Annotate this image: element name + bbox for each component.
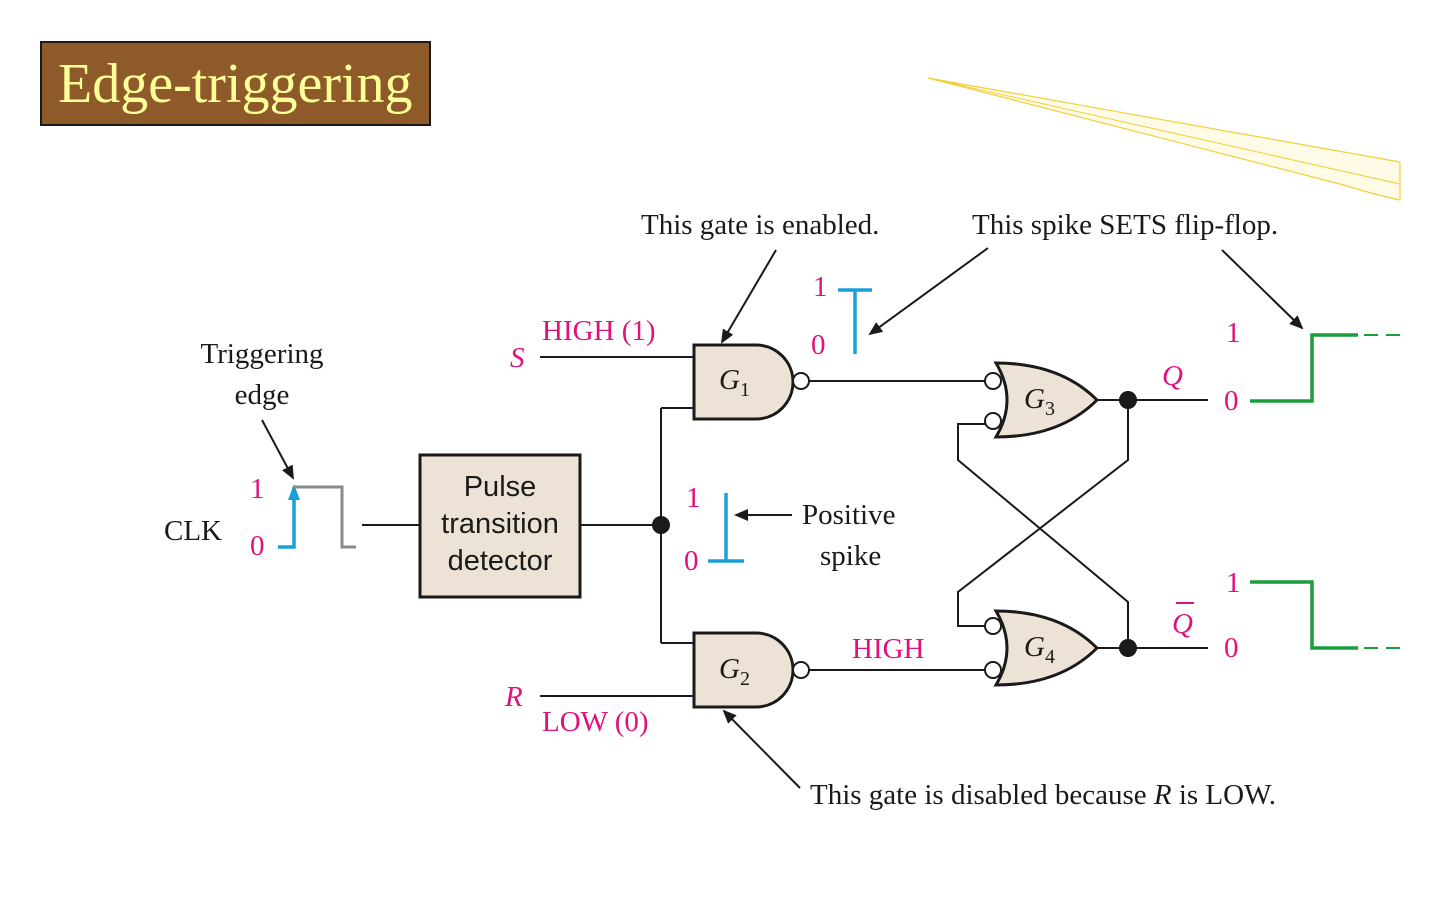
clk-pulse-rest [294, 485, 356, 549]
positive-spike-label-line2: spike [820, 540, 881, 572]
r-input-label: R [504, 681, 523, 713]
clk-edge-arrow-icon [288, 484, 300, 500]
clk-waveform [278, 484, 356, 549]
qbar-level-1: 1 [1226, 567, 1241, 599]
g1-label: G1 [719, 364, 750, 401]
spike-sets-arrow-to-spike [868, 247, 989, 336]
pulse-transition-detector [418, 453, 582, 599]
gate-disabled-annotation: This gate is disabled because R is LOW. [810, 779, 1276, 811]
positive-spike-waveform [708, 493, 744, 563]
wire-feedback-qbar-g3 [957, 423, 1129, 648]
detector-line3: detector [448, 545, 553, 577]
g3-label: G3 [1024, 383, 1055, 420]
gate-g4-or: G4 [984, 609, 1100, 687]
slide-title-box: Edge-triggering [40, 41, 431, 126]
clk-label: CLK [164, 515, 222, 547]
triggering-edge-label-line1: Triggering [201, 338, 324, 370]
qbar-level-0: 0 [1224, 632, 1239, 664]
gate-g3-or: G3 [984, 361, 1100, 439]
s-level-label: HIGH (1) [542, 315, 656, 347]
g2-output-high-label: HIGH [852, 633, 925, 665]
g4-input-bubble-top [984, 617, 1002, 635]
q-output-label: Q [1162, 360, 1183, 392]
clk-rising-edge [278, 487, 296, 549]
junction-dot-q [1119, 391, 1137, 409]
g2-label: G2 [719, 653, 750, 690]
g1-spike-level-1: 1 [813, 271, 828, 303]
clk-level-0: 0 [250, 530, 265, 562]
spike-sets-annotation: This spike SETS flip-flop. [972, 209, 1278, 241]
gate-enabled-arrow [720, 249, 777, 344]
gate-disabled-arrow [722, 709, 801, 789]
junction-dot-clk [652, 516, 670, 534]
q-output-waveform [1250, 333, 1406, 403]
spike-level-0: 0 [684, 545, 699, 577]
q-level-1: 1 [1226, 317, 1241, 349]
slide-title: Edge-triggering [58, 52, 413, 115]
g4-input-bubble-bottom [984, 661, 1002, 679]
decorative-wedge [927, 77, 1401, 201]
qbar-output-waveform [1250, 580, 1406, 650]
diagram-panel [163, 207, 1405, 813]
wire-feedback-q-g4 [957, 400, 1129, 627]
gate-g2-nand: G2 [692, 631, 810, 709]
qbar-output-label: Q [1172, 608, 1193, 640]
g1-spike-level-0: 0 [811, 329, 826, 361]
triggering-edge-label-line2: edge [235, 379, 290, 411]
detector-line2: transition [441, 508, 559, 540]
clk-level-1: 1 [250, 473, 265, 505]
detector-line1: Pulse [464, 471, 537, 503]
r-level-label: LOW (0) [542, 706, 649, 738]
q-level-0: 0 [1224, 385, 1239, 417]
positive-spike-label-line1: Positive [802, 499, 895, 531]
gate-g1-nand: G1 [692, 343, 810, 421]
g1-inversion-bubble [792, 372, 810, 390]
gate-enabled-annotation: This gate is enabled. [641, 209, 879, 241]
spike-sets-arrow-to-q [1221, 249, 1304, 330]
junction-dot-qbar [1119, 639, 1137, 657]
triggering-edge-arrow [261, 419, 294, 480]
g1-output-spike-waveform [838, 288, 872, 354]
spike-level-1: 1 [686, 482, 701, 514]
g4-label: G4 [1024, 631, 1055, 668]
g2-inversion-bubble [792, 661, 810, 679]
g3-input-bubble-bottom [984, 412, 1002, 430]
s-input-label: S [510, 342, 525, 374]
g3-input-bubble-top [984, 372, 1002, 390]
